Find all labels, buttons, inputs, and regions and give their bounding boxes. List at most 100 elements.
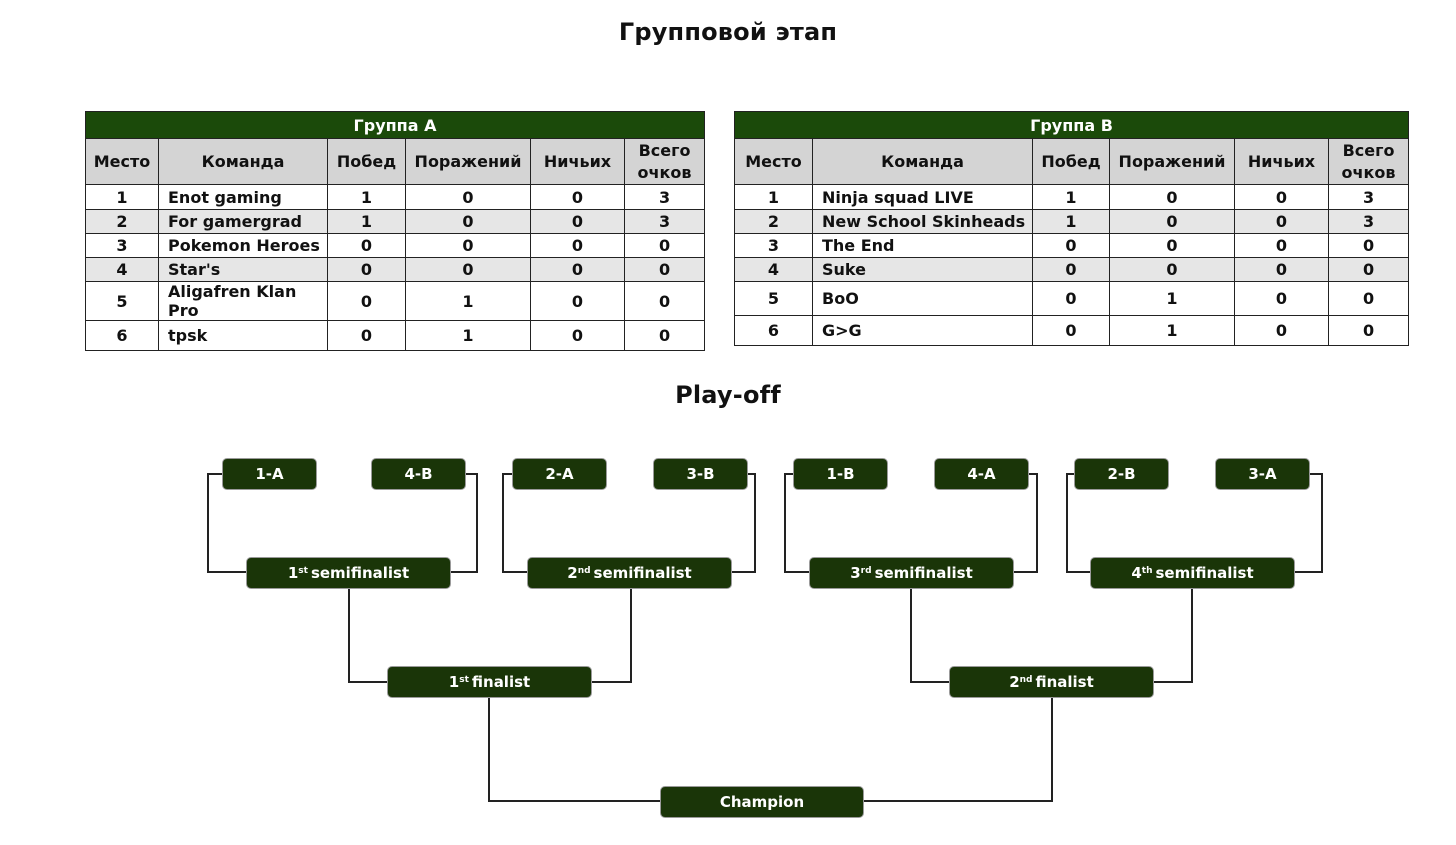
group-b-table: Группа B Место Команда Побед Поражений Н…	[733, 111, 1410, 346]
connector-line	[1051, 698, 1053, 802]
finalist-label: finalist	[1035, 673, 1094, 691]
cell-losses: 0	[405, 233, 531, 258]
connector-line	[1321, 473, 1323, 573]
cell-place: 4	[734, 257, 813, 282]
connector-line	[784, 571, 809, 573]
cell-wins: 0	[1032, 315, 1110, 346]
connector-line	[910, 589, 912, 683]
cell-team: Suke	[812, 257, 1033, 282]
connector-line	[502, 571, 527, 573]
connector-line	[732, 571, 756, 573]
cell-losses: 0	[405, 209, 531, 234]
cell-team: Star's	[158, 257, 328, 282]
cell-losses: 0	[405, 184, 531, 210]
ordinal-suffix: st	[459, 675, 469, 685]
cell-draws: 0	[1234, 281, 1329, 316]
connector-line	[348, 681, 387, 683]
cell-draws: 0	[530, 209, 625, 234]
cell-points: 0	[623, 320, 706, 351]
cell-team: The End	[812, 233, 1033, 258]
col-draws: Ничьих	[530, 138, 625, 185]
cell-draws: 0	[1234, 257, 1329, 282]
seed-box: 2-B	[1074, 458, 1169, 490]
connector-line	[1295, 571, 1323, 573]
ordinal-suffix: nd	[577, 566, 591, 576]
cell-place: 4	[85, 257, 159, 282]
cell-draws: 0	[1234, 233, 1329, 258]
connector-line	[476, 473, 478, 573]
column-header-row: Место Команда Побед Поражений Ничьих Все…	[85, 138, 706, 185]
cell-place: 6	[85, 320, 159, 351]
seed-box: 3-A	[1215, 458, 1310, 490]
col-place: Место	[85, 138, 159, 185]
cell-wins: 0	[1032, 233, 1110, 258]
cell-place: 6	[734, 315, 813, 346]
cell-points: 0	[1327, 233, 1410, 258]
cell-team: Enot gaming	[158, 184, 328, 210]
cell-wins: 0	[327, 320, 406, 351]
connector-line	[207, 473, 222, 475]
connector-line	[910, 681, 949, 683]
cell-losses: 1	[405, 320, 531, 351]
ordinal-number: 2	[1009, 673, 1020, 691]
seed-box: 1-B	[793, 458, 888, 490]
ordinal-suffix: th	[1141, 566, 1153, 576]
cell-draws: 0	[530, 281, 625, 321]
connector-line	[451, 571, 478, 573]
ordinal-number: 4	[1131, 564, 1142, 582]
connector-line	[348, 589, 350, 683]
cell-points: 0	[623, 281, 706, 321]
connector-line	[488, 698, 490, 802]
col-points: Всего очков	[623, 138, 706, 185]
seed-box: 2-A	[512, 458, 607, 490]
connector-line	[207, 473, 209, 573]
finalist-label: finalist	[471, 673, 531, 691]
cell-wins: 0	[1032, 281, 1110, 316]
cell-team: For gamergrad	[158, 209, 328, 234]
ordinal-suffix: nd	[1019, 675, 1033, 685]
cell-losses: 1	[1109, 281, 1235, 316]
connector-line	[784, 473, 793, 475]
cell-points: 0	[1327, 281, 1410, 316]
cell-points: 3	[623, 209, 706, 234]
cell-team: G>G	[812, 315, 1033, 346]
connector-line	[864, 800, 1053, 802]
col-points: Всего очков	[1327, 138, 1410, 185]
ordinal-number: 1	[287, 564, 299, 582]
cell-points: 3	[1327, 184, 1410, 210]
connector-line	[1029, 473, 1036, 475]
connector-line	[207, 571, 246, 573]
cell-points: 0	[1327, 315, 1410, 346]
ordinal-number: 2	[567, 564, 578, 582]
col-losses: Поражений	[1109, 138, 1235, 185]
semifinalist-label: semifinalist	[310, 564, 410, 582]
cell-losses: 0	[405, 257, 531, 282]
ordinal-number: 3	[850, 564, 861, 582]
connector-line	[630, 589, 632, 683]
cell-wins: 0	[327, 233, 406, 258]
semifinalist-label: semifinalist	[874, 564, 973, 582]
cell-wins: 0	[327, 257, 406, 282]
cell-place: 1	[734, 184, 813, 210]
connector-line	[748, 473, 754, 475]
cell-draws: 0	[1234, 184, 1329, 210]
cell-team: tpsk	[158, 320, 328, 351]
cell-wins: 1	[327, 209, 406, 234]
connector-line	[502, 473, 504, 573]
cell-points: 3	[623, 184, 706, 210]
cell-losses: 1	[405, 281, 531, 321]
cell-points: 3	[1327, 209, 1410, 234]
group-a-table: Группа A Место Команда Побед Поражений Н…	[84, 111, 706, 351]
cell-wins: 0	[327, 281, 406, 321]
